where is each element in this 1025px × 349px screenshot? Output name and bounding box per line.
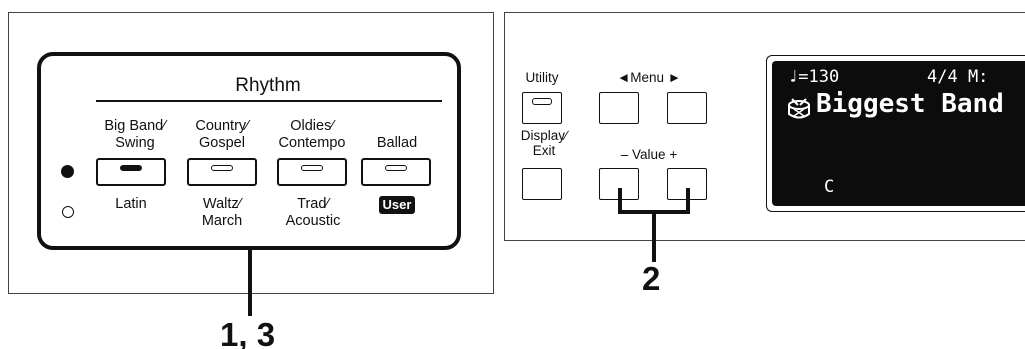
rhythm-label-oldies-contempo: Oldies∕ Contempo	[278, 118, 346, 151]
rhythm-led-oldies-contempo	[301, 165, 323, 171]
lcd-tempo: ♩=130	[788, 67, 840, 87]
rhythm-button-oldies-contempo[interactable]	[277, 158, 347, 186]
callout-2: 2	[642, 260, 661, 297]
menu-left-button[interactable]	[599, 92, 639, 124]
rhythm-label-user: User	[366, 196, 428, 214]
lcd-display: ♩=130 4/4 M: Biggest Band C	[772, 61, 1025, 206]
rhythm-led-ballad	[385, 165, 407, 171]
rhythm-button-big-band-swing[interactable]	[96, 158, 166, 186]
lower-variation-indicator-icon	[62, 206, 74, 218]
lcd-song-name: Biggest Band	[816, 89, 1004, 119]
utility-button[interactable]	[522, 92, 562, 124]
callout-1-3: 1, 3	[220, 316, 276, 349]
rhythm-led-big-band-swing	[120, 165, 142, 171]
rhythm-label-big-band-swing: Big Band∕ Swing	[104, 118, 166, 151]
drum-icon	[788, 98, 810, 119]
utility-label: Utility	[525, 70, 559, 85]
rhythm-button-group	[37, 52, 461, 250]
value-label: – Value +	[620, 147, 678, 162]
value-minus-button[interactable]	[599, 168, 639, 200]
callout-bracket-2	[618, 188, 690, 214]
rhythm-button-ballad[interactable]	[361, 158, 431, 186]
rhythm-button-country-gospel[interactable]	[187, 158, 257, 186]
upper-variation-indicator-icon	[61, 165, 74, 178]
lcd-time-signature: 4/4 M:	[927, 67, 989, 87]
rhythm-label-ballad: Ballad	[376, 135, 418, 151]
rhythm-label-country-gospel: Country∕ Gospel	[195, 118, 249, 151]
menu-label: ◄Menu ►	[616, 70, 682, 85]
display-exit-button[interactable]	[522, 168, 562, 200]
rhythm-led-country-gospel	[211, 165, 233, 171]
rhythm-label-trad-acoustic: Trad∕ Acoustic	[285, 196, 341, 229]
rhythm-section-title: Rhythm	[235, 75, 301, 96]
utility-led	[532, 98, 552, 105]
lcd-chord: C	[824, 177, 835, 197]
menu-right-button[interactable]	[667, 92, 707, 124]
rhythm-label-latin: Latin	[115, 196, 147, 212]
rhythm-label-waltz-march: Waltz∕ March	[201, 196, 243, 229]
display-exit-label: Display∕ Exit	[520, 128, 568, 158]
rhythm-title-divider	[96, 100, 442, 102]
